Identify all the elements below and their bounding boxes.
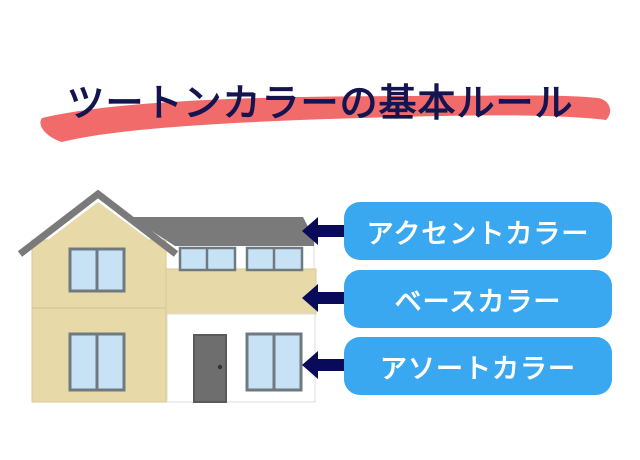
house-illustration <box>17 189 317 403</box>
balcony-band-base <box>165 268 317 315</box>
label-assort-color: アソートカラー <box>344 337 612 395</box>
gable-wall <box>32 202 166 252</box>
page-title: ツートンカラーの基本ルール <box>66 81 574 125</box>
label-accent-color: アクセントカラー <box>344 202 612 260</box>
arrow-left-icon <box>302 217 346 245</box>
arrow-left-icon <box>302 284 346 312</box>
arrow-left-icon <box>302 351 346 379</box>
gable-roof <box>17 189 179 257</box>
left-lower-window <box>68 332 126 392</box>
right-lower-window <box>245 332 303 392</box>
brush-stroke-highlight <box>40 95 611 142</box>
label-base-color: ベースカラー <box>344 270 612 328</box>
title-banner: ツートンカラーの基本ルール <box>0 0 640 150</box>
upper-window-1 <box>178 246 237 272</box>
front-door <box>193 334 227 403</box>
left-upper-window <box>68 247 126 293</box>
upper-window-2 <box>245 246 304 272</box>
roof-accent <box>130 217 314 246</box>
